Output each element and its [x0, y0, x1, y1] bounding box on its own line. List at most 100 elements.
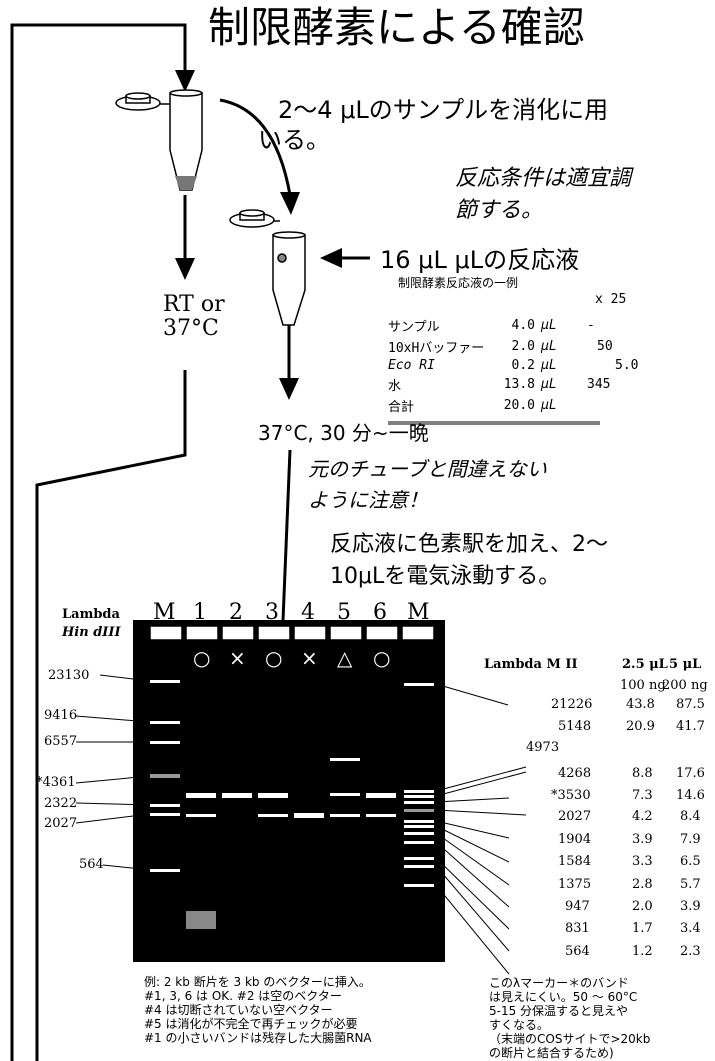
flow-lines — [10, 23, 187, 1061]
reaction-mix-heading: 16 μL μLの反応液 — [380, 246, 580, 274]
lane-result: ○ — [193, 646, 211, 670]
marker-size: *3530 — [551, 788, 591, 803]
marker-value: 8.8 — [632, 766, 653, 781]
lane-label: 1 — [193, 600, 207, 625]
table-cell: 345 — [587, 377, 611, 392]
right-marker-subheader: 100 ng — [620, 678, 666, 693]
table-row: 合計 20.0 μL — [388, 395, 644, 416]
table-cell: 水 — [388, 379, 402, 394]
table-rules — [388, 421, 600, 425]
note-line: このλマーカー＊のバンド — [489, 976, 629, 990]
table-cell: サンプル — [388, 320, 440, 335]
lane-label: M — [153, 600, 176, 625]
marker-value: 2.8 — [632, 877, 653, 892]
left-marker-title: Lambda — [62, 607, 120, 622]
table-multiplier-header: x 25 — [595, 292, 627, 307]
lane-label: 6 — [373, 600, 387, 625]
caution-text: 元のチューブと間違えない — [308, 457, 547, 481]
note-line: （末端のCOSサイトで>20kb — [489, 1032, 651, 1046]
left-marker-size: 2027 — [44, 816, 78, 831]
marker-size: 5148 — [558, 719, 592, 734]
note-line: #5 は消化が不完全で再チェックが必要 — [144, 1017, 358, 1031]
tube-icon — [115, 89, 203, 191]
marker-value: 1.2 — [632, 944, 653, 959]
step1-text-cont: いる。 — [258, 126, 330, 154]
marker-value: 7.9 — [680, 832, 701, 847]
left-marker-size: 564 — [79, 857, 104, 872]
marker-notes: このλマーカー＊のバンド は見えにくい。50 ～ 60°C 5-15 分保温する… — [489, 976, 650, 1060]
page-title: 制限酵素による確認 — [208, 3, 585, 52]
note-line: 5-15 分保温すると見えや — [489, 1004, 629, 1018]
table-cell: μL — [541, 318, 557, 333]
table-cell: μL — [541, 358, 557, 373]
lane-label: M — [407, 600, 430, 625]
marker-size: 564 — [565, 944, 590, 959]
right-marker-col-header: 2.5 μL — [622, 657, 668, 672]
table-cell: 20.0 — [503, 398, 535, 413]
lane-label: 3 — [265, 600, 279, 625]
right-marker-subheader: 200 ng — [662, 678, 708, 693]
marker-size: 4973 — [526, 740, 560, 755]
marker-value: 20.9 — [626, 719, 655, 734]
marker-size: 1584 — [558, 854, 592, 869]
gel — [133, 620, 445, 962]
lane-result: × — [301, 646, 318, 670]
left-marker-size: 2322 — [44, 796, 78, 811]
marker-value: 3.9 — [632, 832, 653, 847]
table-cell: 10xHバッファー — [388, 341, 485, 356]
marker-value: 17.6 — [676, 766, 705, 781]
lane-result: × — [229, 646, 246, 670]
note-line: #4 は切断されていない空ベクター — [144, 1003, 333, 1017]
lane-result: ○ — [373, 646, 391, 670]
lane-result: ○ — [265, 646, 283, 670]
marker-size: 2027 — [558, 809, 592, 824]
marker-size: 1904 — [558, 832, 592, 847]
marker-value: 5.7 — [680, 877, 701, 892]
table-cell: 合計 — [388, 400, 415, 415]
marker-value: 7.3 — [632, 788, 653, 803]
rt-label-cont: 37°C — [163, 316, 219, 341]
lane-label: 4 — [301, 600, 315, 625]
note-line: 例: 2 kb 断片を 3 kb のベクターに挿入。 — [144, 975, 371, 989]
note-line: の断片と結合するため) — [489, 1046, 614, 1060]
lane-label: 2 — [229, 600, 243, 625]
left-marker-size: 9416 — [44, 708, 78, 723]
left-leaders — [75, 674, 151, 871]
marker-value: 4.2 — [632, 809, 653, 824]
note-conditions: 反応条件は適宜調 — [455, 166, 632, 191]
marker-value: 2.0 — [632, 899, 653, 914]
incubation-label: 37°C, 30 分~一晩 — [258, 421, 429, 445]
gel-instruction: 反応液に色素駅を加え、2～ — [330, 532, 608, 557]
left-marker-size: 23130 — [48, 668, 90, 683]
tube-icon — [229, 209, 306, 326]
note-conditions-cont: 節する。 — [455, 198, 544, 223]
marker-size: 21226 — [551, 697, 593, 712]
table-cell: μL — [541, 377, 557, 392]
marker-value: 6.5 — [680, 854, 701, 869]
left-marker-size: *4361 — [36, 775, 76, 790]
table-cell: Eco RI — [388, 358, 435, 373]
marker-size: 831 — [565, 921, 590, 936]
right-leaders — [435, 683, 527, 975]
gel-instruction-cont: 10μLを電気泳動する。 — [330, 564, 561, 589]
table-cell — [587, 395, 644, 416]
table-cell: μL — [541, 398, 557, 413]
caution-text-cont: ように注意！ — [308, 488, 428, 512]
right-marker-col-header: 5 μL — [669, 657, 702, 672]
lane-result: △ — [337, 646, 353, 670]
table-cell: μL — [541, 339, 557, 354]
lane-label: 5 — [337, 600, 351, 625]
marker-value: 2.3 — [680, 944, 701, 959]
marker-value: 3.3 — [632, 854, 653, 869]
note-line: は見えにくい。50 ～ 60°C — [489, 990, 638, 1004]
marker-value: 3.9 — [680, 899, 701, 914]
note-line: #1 の小さいバンドは残存した大腸菌RNA — [144, 1031, 372, 1045]
step1-text: 2～4 μLのサンプルを消化に用 — [278, 96, 609, 124]
marker-value: 3.4 — [680, 921, 701, 936]
table-cell: 50 — [597, 339, 613, 354]
